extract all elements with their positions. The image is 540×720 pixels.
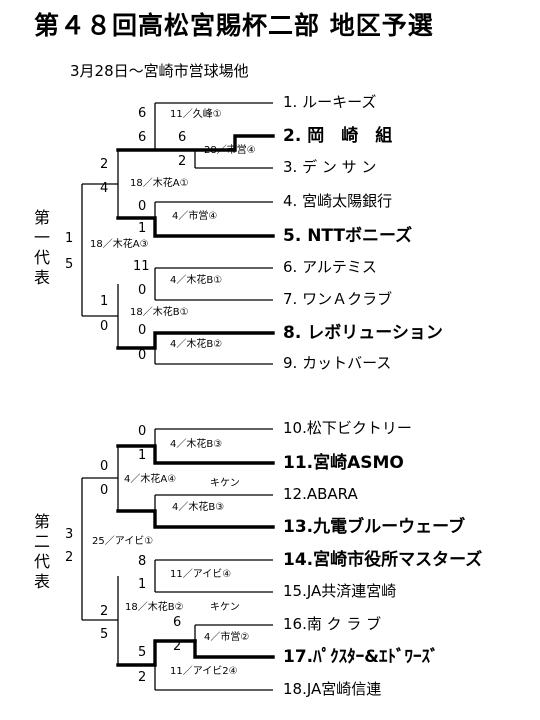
group1-label: 第一代表	[33, 208, 50, 287]
team-13: 13.九電ブルーウェーブ	[283, 517, 466, 537]
match-note: 4／木花B②	[170, 339, 223, 350]
score: 1	[138, 448, 147, 463]
score: 2	[178, 154, 187, 169]
score: 6	[138, 106, 147, 121]
score: 1	[65, 231, 74, 246]
score: 1	[138, 221, 147, 236]
score: 8	[138, 554, 147, 569]
match-note: 18／木花A③	[90, 239, 149, 250]
score: 2	[173, 639, 182, 654]
match-note: 28／市営④	[204, 145, 256, 156]
score: 0	[138, 199, 147, 214]
score: 0	[138, 348, 147, 363]
score: 0	[100, 459, 109, 474]
match-note: 4／市営②	[204, 632, 250, 643]
score: 5	[138, 645, 147, 660]
team-14: 14.宮崎市役所マスターズ	[283, 550, 483, 570]
match-note: 4／市営④	[172, 211, 218, 222]
match-note: 4／木花B③	[172, 502, 225, 513]
score: 3	[65, 527, 74, 542]
team-11: 11.宮崎ASMO	[283, 453, 404, 473]
score: 2	[100, 604, 109, 619]
team-2: 2. 岡 崎 組	[283, 126, 393, 146]
team-1: 1. ルーキーズ	[283, 93, 377, 111]
team-3: 3. デ ン サ ン	[283, 158, 377, 176]
team-18: 18.JA宮崎信連	[283, 680, 382, 698]
team-9: 9. カットバース	[283, 354, 392, 372]
team-17: 17.ﾊﾟｸｽﾀｰ&ｴﾄﾞﾜｰｽﾞ	[283, 647, 439, 667]
team-5: 5. NTTボニーズ	[283, 226, 413, 246]
team-4: 4. 宮崎太陽銀行	[283, 192, 393, 210]
team-7: 7. ワンＡクラブ	[283, 290, 393, 308]
score: 1	[138, 577, 147, 592]
match-note: 18／木花B①	[130, 307, 189, 318]
match-note: 18／木花A①	[130, 178, 189, 189]
team-10: 10.松下ビクトリー	[283, 419, 412, 437]
match-note: 11／久峰①	[170, 109, 222, 120]
score: 0	[100, 483, 109, 498]
team-16: 16.南 ク ラ ブ	[283, 615, 382, 633]
team-12: 12.ABARA	[283, 485, 358, 503]
match-note: 25／アイビ①	[92, 536, 154, 547]
score: 0	[138, 283, 147, 298]
score: 11	[133, 259, 150, 274]
score: 6	[138, 130, 147, 145]
score: 0	[100, 319, 109, 334]
page-title: 第４８回高松宮賜杯二部 地区予選	[34, 11, 434, 40]
team-8: 8. レボリューション	[283, 323, 443, 343]
match-note: 4／木花B③	[170, 439, 223, 450]
team-15: 15.JA共済連宮崎	[283, 582, 397, 600]
score: 5	[100, 627, 109, 642]
score: 2	[100, 157, 109, 172]
match-note: 4／木花B①	[170, 275, 223, 286]
match-note: キケン	[210, 478, 240, 489]
score: 0	[138, 424, 147, 439]
score: 1	[100, 294, 109, 309]
match-note: 11／アイビ④	[170, 569, 232, 580]
score: 0	[138, 323, 147, 338]
match-note: 11／アイビ2④	[170, 666, 238, 677]
group2-label: 第二代表	[33, 512, 50, 591]
page-subtitle: 3月28日～宮崎市営球場他	[70, 62, 249, 80]
score: 6	[173, 615, 182, 630]
score: 5	[65, 257, 74, 272]
match-note: 4／木花A④	[124, 474, 177, 485]
score: 6	[178, 130, 187, 145]
match-note: 18／木花B②	[125, 602, 184, 613]
score: 4	[100, 181, 109, 196]
team-6: 6. アルテミス	[283, 258, 377, 276]
match-note: キケン	[210, 602, 240, 613]
score: 2	[138, 670, 147, 685]
score: 2	[65, 550, 74, 565]
